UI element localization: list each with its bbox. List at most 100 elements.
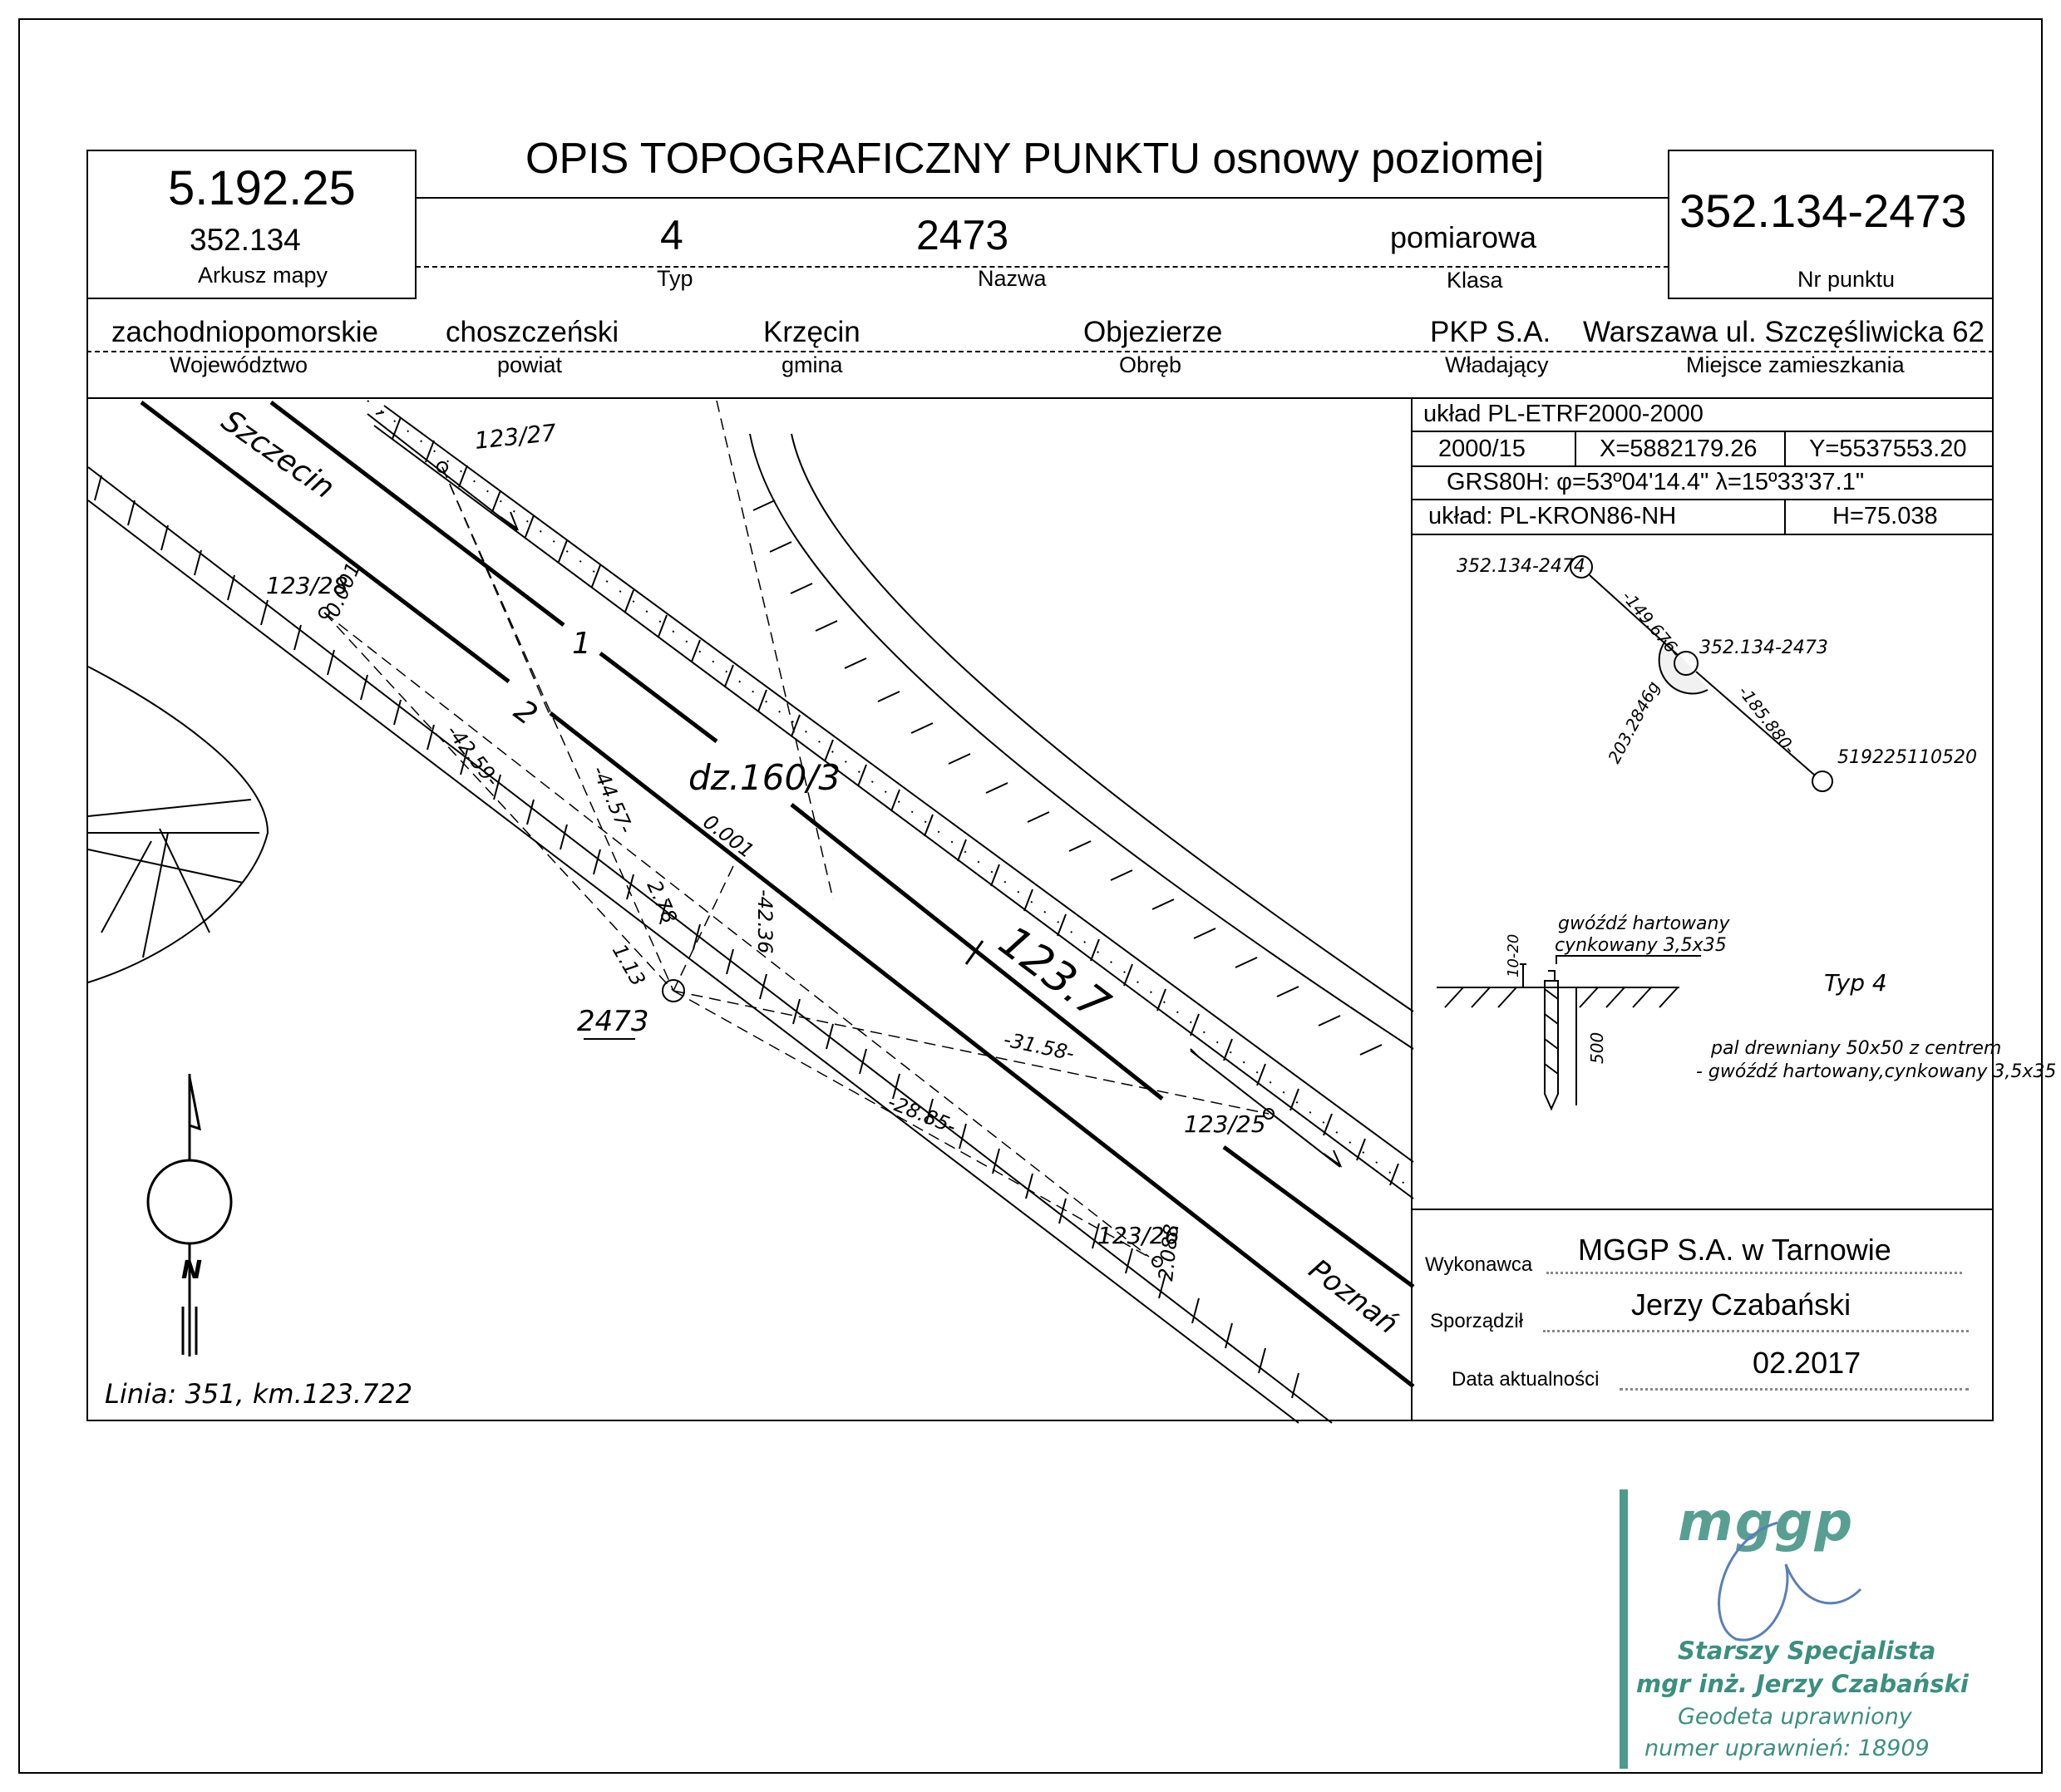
coord-system: układ PL-ETRF2000-2000 [1423, 401, 1704, 427]
prepared-label: Sporządził [1430, 1310, 1524, 1332]
coords-line-4 [1411, 534, 1994, 535]
coord-zone: 2000/15 [1438, 436, 1526, 462]
signature [1718, 1521, 1862, 1642]
stamp-logo: mggp [1678, 1492, 1855, 1553]
precinct-value: Objezierze [1083, 316, 1223, 348]
pt-123-25-label: 123/25 [1184, 1110, 1266, 1138]
orient-angle: 203.2846g [1604, 678, 1664, 767]
dim-top: 10-20 [1505, 934, 1522, 977]
stamp-line-2: mgr inż. Jerzy Czabański [1636, 1670, 1969, 1698]
desc-line-1: pal drewniany 50x50 z centrem [1710, 1038, 2001, 1059]
sheet-box [86, 150, 417, 299]
dim-8: -31.58- [1002, 1027, 1077, 1065]
point-2473 [662, 979, 685, 1002]
orient-label-center: 352.134-2473 [1699, 638, 1828, 658]
voivodeship-value: zachodniopomorskie [111, 316, 379, 348]
dim-2: -42.59- [441, 720, 504, 790]
nail-text-2: cynkowany 3,5x35 [1555, 935, 1727, 956]
stamp-line-3: Geodeta uprawniony [1678, 1704, 1912, 1730]
stamp-line-4: numer uprawnień: 18909 [1644, 1735, 1930, 1761]
coords-sep-2 [1784, 431, 1786, 465]
dim-9: -28.85- [885, 1090, 959, 1139]
hatch-ticks [94, 416, 1399, 1399]
dim-6: 1.13 [608, 940, 650, 990]
orient-label-b: 519225110520 [1837, 747, 1977, 768]
dim-7: -42.36 [753, 889, 777, 953]
track-2-label: 2 [508, 693, 544, 732]
point-123-25 [1263, 1108, 1275, 1120]
residence-value: Warszawa ul. Szczęśliwicka 62 [1583, 316, 1985, 348]
track-right [269, 401, 1415, 1289]
track-1-label: 1 [572, 627, 591, 661]
prepared-dots [1543, 1330, 1969, 1332]
stamp: mggp Starszy Specjalista mgr inż. Jerzy … [1620, 1489, 1969, 1772]
track-left [140, 401, 1415, 1388]
sheet-sub-number: 352.134 [190, 223, 301, 257]
dim-5: 2.78 [643, 877, 682, 927]
topographic-sketch: Szczecin Poznań dz.160/3 123.7 1 2 123/2… [87, 400, 1415, 1424]
pole [1544, 980, 1559, 1111]
coords-line-2 [1411, 465, 1994, 467]
point-number-box [1668, 150, 1994, 299]
commune-value: Krzęcin [763, 316, 860, 348]
owner-label: Władający [1445, 352, 1549, 377]
city-szczecin: Szczecin [215, 404, 341, 506]
contractor-label: Wykonawca [1425, 1253, 1533, 1276]
coords-sep-3 [1784, 499, 1786, 534]
admin-dashed-line [86, 351, 1994, 352]
survey-lines [323, 400, 1270, 1263]
header-dashed-line [416, 266, 1669, 268]
height-system: układ: PL-KRON86-NH [1428, 503, 1677, 529]
residence-label: Miejsce zamieszkania [1686, 352, 1905, 377]
sheet-number: 5.192.25 [168, 161, 356, 215]
name-value: 2473 [916, 212, 1009, 258]
line-info: Linia: 351, km.123.722 [105, 1378, 412, 1410]
date-label: Data aktualności [1452, 1368, 1600, 1391]
date-value: 02.2017 [1753, 1346, 1861, 1380]
document-title: OPIS TOPOGRAFICZNY PUNKTU osnowy poziome… [525, 135, 1545, 183]
slope-fan [87, 666, 269, 983]
embankment-right [749, 433, 1414, 1050]
embankment-upper-edge2 [373, 425, 1414, 1199]
pt-123-27-label: 123/27 [473, 419, 558, 455]
construction-sketch: gwóźdź hartowany cynkowany 3,5x35 10-20 … [1437, 913, 2056, 1111]
point-123-28 [318, 607, 330, 618]
point-123-26 [1151, 1256, 1163, 1268]
class-label: Klasa [1447, 268, 1503, 293]
type-value: 4 [660, 212, 683, 258]
prepared-value: Jerzy Czabański [1631, 1287, 1851, 1322]
stamp-bar [1620, 1489, 1628, 1769]
orient-dist-b: -185.880- [1734, 682, 1800, 757]
admin-row-frame [86, 298, 1994, 398]
dim-10: 2.088 [1154, 1223, 1183, 1282]
km-tick [964, 940, 984, 965]
type-label-sketch: Typ 4 [1824, 969, 1887, 997]
type-label: Typ [657, 266, 693, 291]
point-number-label: Nr punktu [1797, 267, 1896, 292]
parcel-label: dz.160/3 [688, 757, 841, 798]
embankment-lower-edge2 [87, 500, 1299, 1424]
orient-dist-a: -149.676- [1618, 587, 1685, 662]
north-arrow [181, 1074, 201, 1356]
pt-123-26-label: 123/26 [1097, 1222, 1180, 1249]
dim-depth: 500 [1587, 1032, 1607, 1064]
point-number: 352.134-2473 [1679, 185, 1967, 237]
right-panel [1411, 397, 1994, 1421]
map-panel: Szczecin Poznań dz.160/3 123.7 1 2 123/2… [86, 397, 1415, 1424]
angle-arc [1658, 639, 1708, 695]
north-label: N [181, 1256, 202, 1285]
header-line [416, 197, 1669, 199]
desc-line-2: - gwóźdź hartowany,cynkowany 3,5x35 [1696, 1061, 2056, 1082]
pt-123-28-label: 123/28 [266, 572, 348, 599]
name-label: Nazwa [978, 266, 1047, 291]
footer-separator [1411, 1209, 1994, 1210]
coords-line-3 [1411, 499, 1994, 500]
coord-y: Y=5537553.20 [1809, 436, 1967, 462]
coords-sep-1 [1575, 431, 1576, 465]
point-2473-label: 2473 [577, 1005, 649, 1038]
coord-x: X=5882179.26 [1600, 436, 1758, 462]
embankment-upper-edge [383, 405, 1414, 1163]
orient-point-center [1674, 651, 1699, 676]
orient-point-a [1570, 555, 1593, 578]
orientation-sketch: 352.134-2474 -149.676- 352.134-2473 -185… [1457, 555, 1977, 792]
